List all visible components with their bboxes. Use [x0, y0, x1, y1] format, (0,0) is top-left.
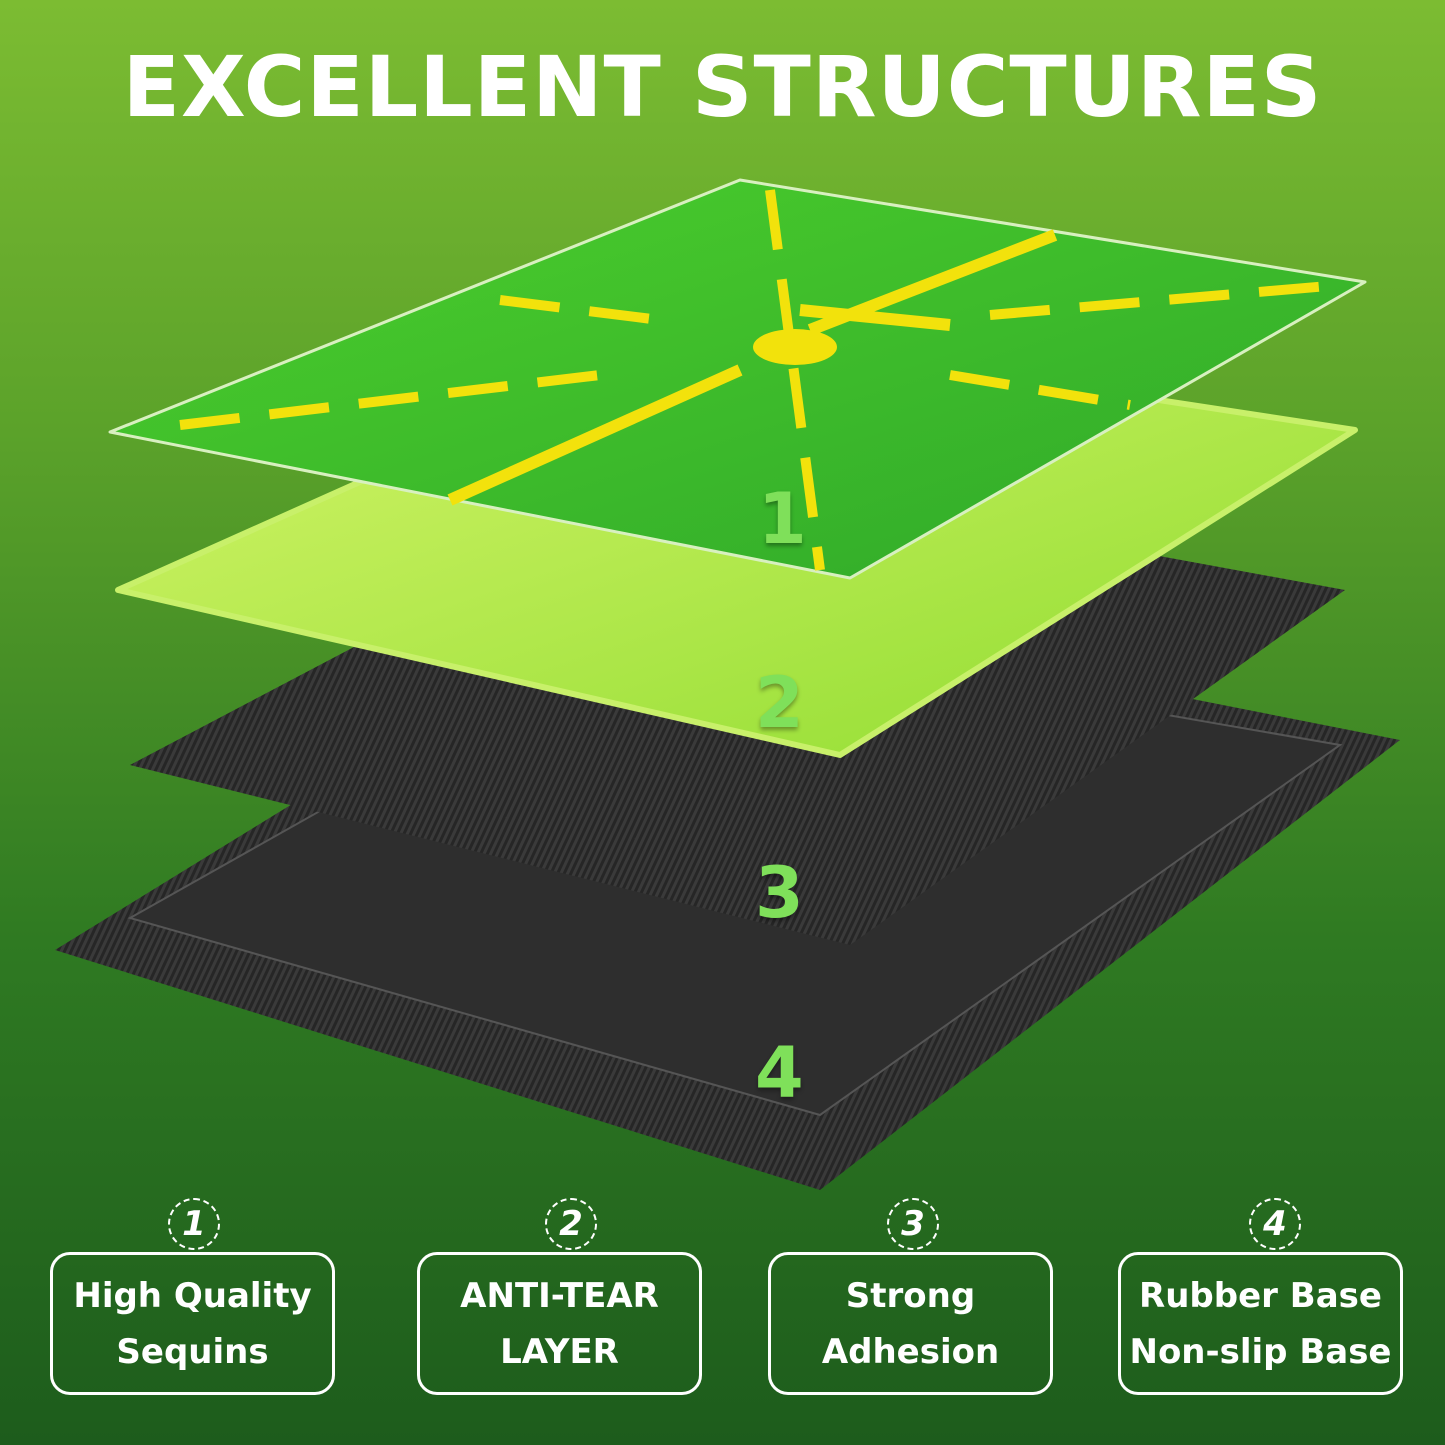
feature-line-1: Rubber Base: [1139, 1275, 1382, 1316]
feature-line-1: High Quality: [73, 1275, 312, 1316]
feature-number-4: 4: [1249, 1198, 1301, 1250]
layer-label-1: 1: [758, 478, 807, 560]
feature-line-2: Adhesion: [821, 1331, 1000, 1372]
feature-number-1: 1: [168, 1198, 220, 1250]
page-title: EXCELLENT STRUCTURES: [122, 38, 1323, 136]
feature-number-3: 3: [887, 1198, 939, 1250]
feature-box-sequins: High Quality Sequins: [50, 1252, 335, 1395]
layer-label-3: 3: [755, 852, 804, 934]
feature-number-2: 2: [545, 1198, 597, 1250]
feature-line-1: ANTI-TEAR: [460, 1275, 659, 1316]
feature-line-2: Sequins: [116, 1331, 269, 1372]
feature-line-2: LAYER: [500, 1331, 619, 1372]
feature-line-2: Non-slip Base: [1129, 1331, 1392, 1372]
feature-box-rubber-base: Rubber Base Non-slip Base: [1118, 1252, 1403, 1395]
feature-line-1: Strong: [845, 1275, 976, 1316]
feature-box-anti-tear: ANTI-TEAR LAYER: [417, 1252, 702, 1395]
layer-label-4: 4: [755, 1032, 804, 1114]
layer-label-2: 2: [755, 662, 804, 744]
layer-1-sequins: [108, 178, 1367, 580]
feature-box-adhesion: Strong Adhesion: [768, 1252, 1053, 1395]
